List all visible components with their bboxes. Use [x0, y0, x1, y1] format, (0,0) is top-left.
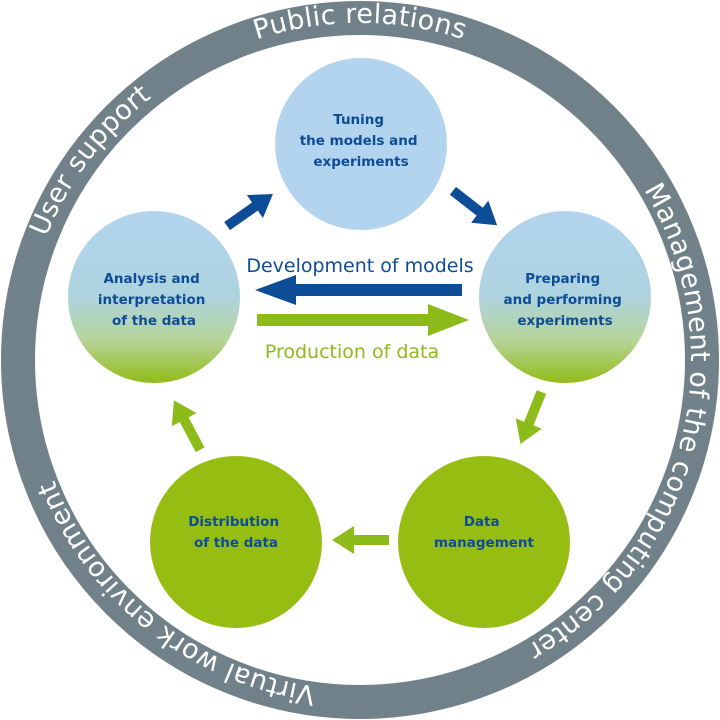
node-tuning-line-2: the models and [300, 133, 418, 149]
arrow-data-management-to-distribution [332, 526, 389, 554]
node-data-management-label: Data management [434, 514, 535, 551]
node-distribution-line-2: of the data [194, 535, 278, 551]
arrow-development-of-models [255, 275, 462, 305]
node-distribution-label: Distribution of the data [188, 514, 284, 551]
node-preparing-line-3: experiments [517, 313, 612, 329]
node-data-management-line-1: Data [464, 514, 500, 530]
node-data-management: Data management [398, 456, 570, 628]
node-analysis-line-3: of the data [112, 313, 196, 329]
node-analysis: Analysis and interpretation of the data [68, 211, 240, 383]
node-tuning: Tuning the models and experiments [275, 58, 447, 230]
node-preparing-line-1: Preparing [525, 271, 600, 287]
node-preparing-circle [479, 211, 651, 383]
arrow-down-left-icon [515, 390, 547, 444]
node-distribution-circle [150, 456, 322, 628]
node-preparing-label: Preparing and performing experiments [503, 271, 626, 329]
arrow-up-right-icon [224, 193, 273, 231]
node-data-management-line-2: management [434, 535, 535, 551]
node-analysis-label: Analysis and interpretation of the data [98, 271, 210, 329]
arrow-up-left-icon [171, 400, 205, 453]
node-preparing-line-2: and performing [503, 292, 621, 308]
ring-label-top-text: Public relations [250, 0, 471, 46]
node-tuning-label: Tuning the models and experiments [300, 112, 423, 170]
arrow-production-of-data [257, 304, 469, 336]
arrow-distribution-to-analysis [171, 400, 205, 453]
node-distribution: Distribution of the data [150, 456, 322, 628]
flow-label-development: Development of models [246, 255, 473, 277]
flow-label-production: Production of data [265, 341, 439, 363]
ring-label-public-relations: Public relations [250, 0, 471, 46]
arrow-analysis-to-tuning [224, 193, 273, 231]
node-data-management-circle [398, 456, 570, 628]
node-analysis-circle [68, 211, 240, 383]
node-tuning-line-3: experiments [313, 154, 408, 170]
node-analysis-line-2: interpretation [98, 292, 206, 308]
node-preparing: Preparing and performing experiments [479, 211, 651, 383]
arrow-preparing-to-data-management [515, 390, 547, 444]
arrow-down-right-icon [449, 186, 498, 226]
arrow-tuning-to-preparing [449, 186, 498, 226]
node-tuning-line-1: Tuning [333, 112, 384, 128]
arrow-left-icon [332, 526, 389, 554]
node-tuning-circle [275, 58, 447, 230]
node-analysis-line-1: Analysis and [103, 271, 199, 287]
node-distribution-line-1: Distribution [188, 514, 279, 530]
